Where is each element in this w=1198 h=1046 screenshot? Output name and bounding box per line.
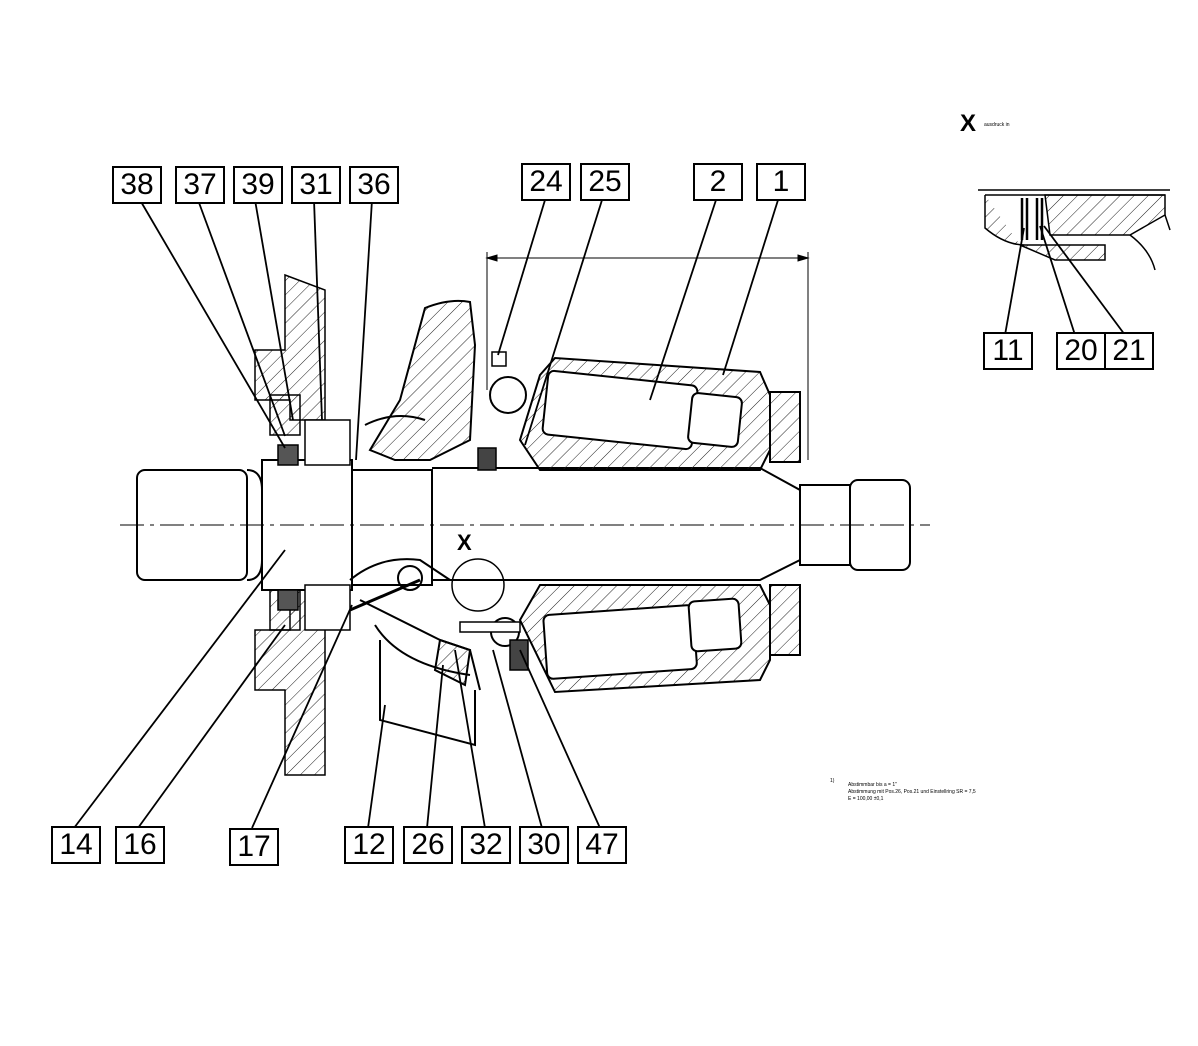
section-marker-x: X: [457, 530, 472, 555]
part-label-47: 47: [577, 826, 627, 864]
note-line-3: E = 100,00 ±0,1: [848, 796, 884, 802]
cradle-bearing: [349, 558, 481, 747]
part-label-2: 2: [693, 163, 743, 201]
part-label-38: 38: [112, 166, 162, 204]
part-label-36: 36: [349, 166, 399, 204]
part-label-14: 14: [51, 826, 101, 864]
note-line-2: Abstimmung mit Pos.26, Pos.21 und Einste…: [848, 789, 976, 795]
detail-x-circle: [451, 558, 505, 612]
part-label-11: 11: [983, 332, 1033, 370]
note-line-1: Abstimmbar bis a = 1": [848, 782, 897, 788]
part-label-31: 31: [291, 166, 341, 204]
part-label-1: 1: [756, 163, 806, 201]
detail-x-inset: [978, 189, 1171, 271]
part-label-32: 32: [461, 826, 511, 864]
leader-lines: [73, 199, 1126, 829]
part-label-37: 37: [175, 166, 225, 204]
part-label-30: 30: [519, 826, 569, 864]
detail-x-marker: X: [960, 110, 977, 137]
footnote-mark: 1): [830, 778, 835, 784]
part-label-24: 24: [521, 163, 571, 201]
part-label-26: 26: [403, 826, 453, 864]
length-dimension: [485, 252, 810, 460]
part-label-21: 21: [1104, 332, 1154, 370]
part-label-12: 12: [344, 826, 394, 864]
part-label-17: 17: [229, 828, 279, 866]
part-label-25: 25: [580, 163, 630, 201]
swash-plate: [364, 299, 477, 461]
detail-x-caption: ausdruck in: [984, 122, 1010, 128]
part-label-39: 39: [233, 166, 283, 204]
notes-block: Abstimmbar bis a = 1" Abstimmung mit Pos…: [848, 782, 976, 803]
retainer-plate: [459, 351, 529, 671]
pistons: [489, 369, 743, 680]
part-label-20: 20: [1056, 332, 1106, 370]
part-label-16: 16: [115, 826, 165, 864]
